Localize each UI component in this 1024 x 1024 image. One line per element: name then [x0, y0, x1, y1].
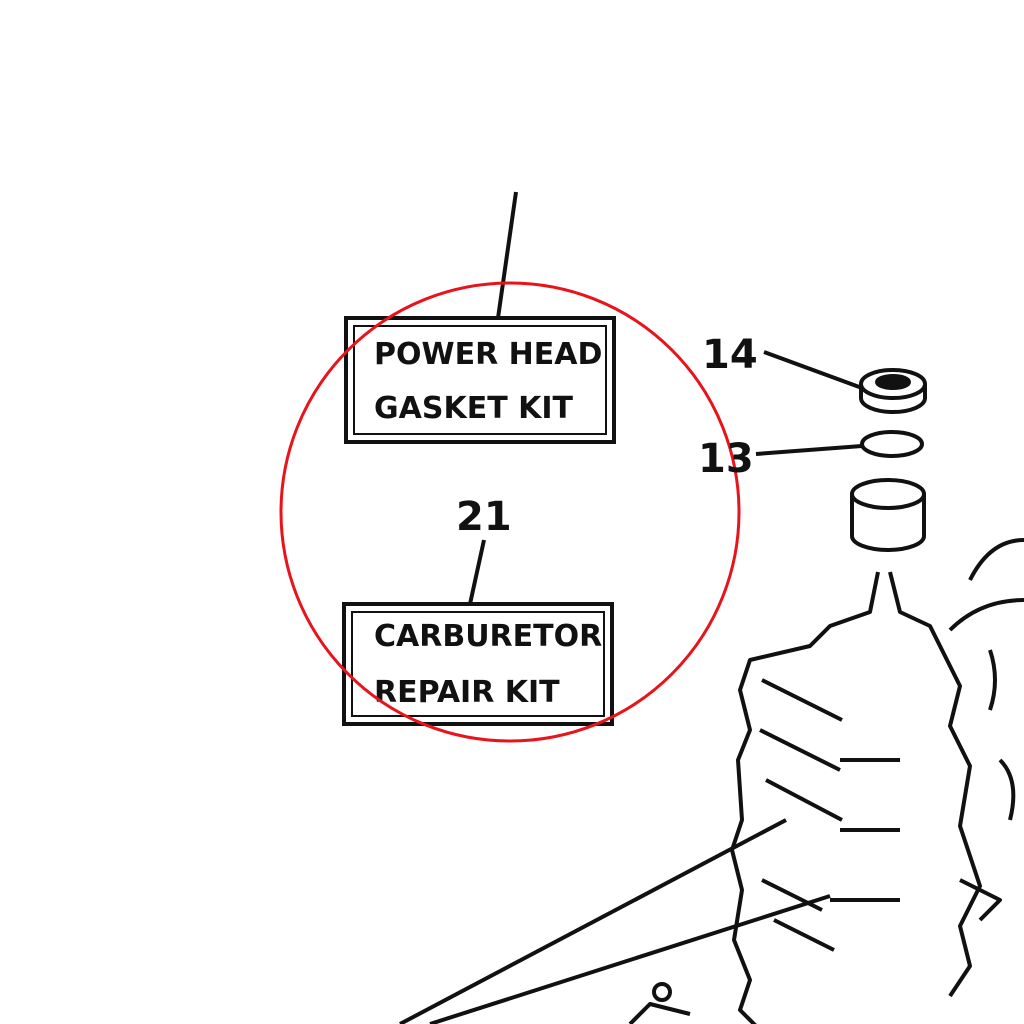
power-head-gasket-kit-label: POWER HEAD GASKET KIT [344, 316, 616, 444]
carburetor-repair-kit-label: CARBURETOR REPAIR KIT [342, 602, 614, 726]
callout-21: 21 [456, 494, 512, 540]
power-head-line1: POWER HEAD [374, 337, 602, 372]
highlight-circle [279, 281, 741, 743]
o-ring-part [860, 430, 924, 458]
carburetor-line2: REPAIR KIT [374, 675, 560, 710]
bushing-part [850, 478, 926, 552]
oil-seal-part [859, 368, 927, 414]
callout-13: 13 [698, 436, 754, 482]
power-head-drawing [399, 538, 1024, 1024]
power-head-line2: GASKET KIT [374, 391, 574, 426]
carburetor-line1: CARBURETOR [374, 619, 602, 654]
callout-1 [496, 191, 518, 319]
callout-14: 14 [702, 332, 758, 378]
